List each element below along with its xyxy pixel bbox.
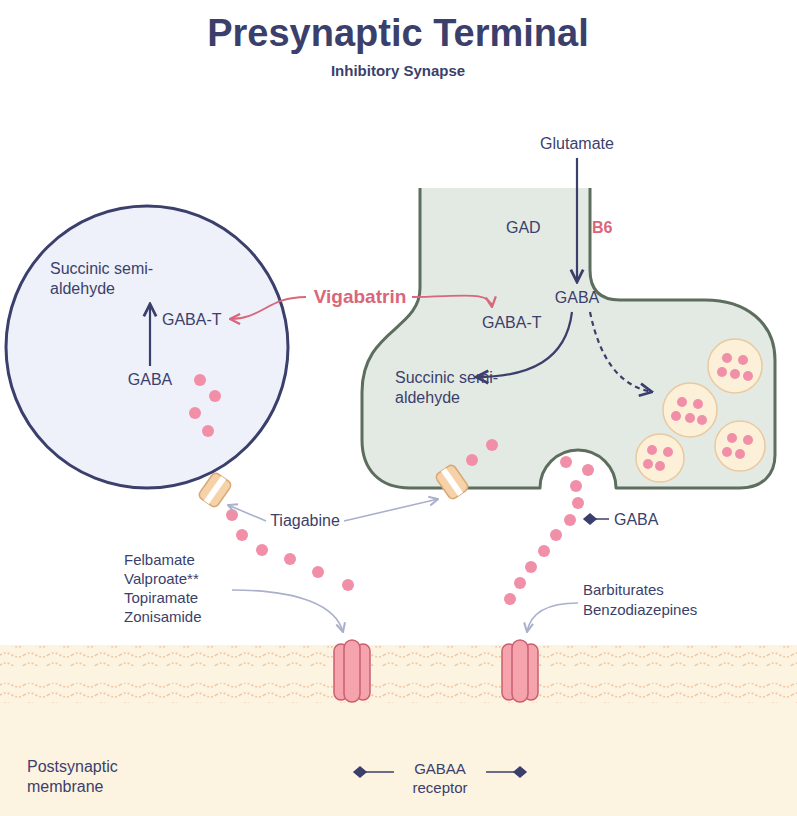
text-wrap: GABA: [128, 370, 172, 390]
title: Presynaptic Terminal: [207, 10, 589, 58]
label-wrap: Vigabatrin: [314, 285, 407, 309]
label: Benzodiazepines: [583, 601, 697, 620]
node-text: Postsynaptic membrane: [27, 757, 147, 797]
label-wrap: Glutamate: [540, 134, 614, 154]
label: Tiagabine: [270, 511, 340, 531]
text-wrap: Postsynaptic membrane: [27, 757, 147, 797]
node-text: GABA-T: [482, 313, 542, 333]
postsynaptic-membrane: Postsynaptic membrane: [0, 645, 797, 816]
text-wrap: GAD: [506, 218, 541, 238]
label: Felbamate: [124, 551, 195, 570]
label: Topiramate: [124, 589, 198, 608]
label: GABA: [614, 510, 658, 530]
label: Inhibitory Synapse: [331, 62, 465, 81]
node-outline: [0, 645, 797, 816]
text-wrap: GABA-T: [162, 310, 222, 330]
label-wrap: Topiramate: [124, 589, 198, 608]
label: Barbiturates: [583, 581, 664, 600]
node-outline: [4, 204, 290, 490]
gaba-a-receptor: [502, 640, 538, 702]
text-wrap: Succinic semi-aldehyde: [395, 368, 520, 408]
label-wrap: Benzodiazepines: [583, 601, 697, 620]
label: Glutamate: [540, 134, 614, 154]
label-wrap: Barbiturates: [583, 581, 664, 600]
text-wrap: B6: [592, 218, 612, 238]
leader-line: [228, 499, 578, 632]
label-wrap: Tiagabine: [270, 511, 340, 531]
node-text: GAD: [506, 218, 541, 238]
node-text: B6: [592, 218, 612, 238]
label-wrap: Zonisamide: [124, 608, 202, 627]
node-outline: [358, 186, 778, 490]
label-wrap: GABAA receptor: [398, 760, 482, 798]
drug-name: Vigabatrin: [314, 285, 407, 309]
leader-line: [584, 514, 609, 524]
node-text: Succinic semi-aldehyde: [50, 259, 180, 299]
node-text: GABA: [128, 370, 172, 390]
label-wrap: Felbamate: [124, 551, 195, 570]
node-text: GABA: [555, 288, 599, 308]
label: GABAA receptor: [398, 760, 482, 798]
label-wrap: GABA: [614, 510, 658, 530]
title-wrap: Presynaptic Terminal: [207, 10, 589, 58]
glial-cell: Succinic semi-aldehydeGABA-T GABA: [4, 204, 290, 490]
label-wrap: Valproate**: [124, 570, 199, 589]
label: Zonisamide: [124, 608, 202, 627]
label: Valproate**: [124, 570, 199, 589]
gaba-a-receptor: [334, 640, 370, 702]
presynaptic-terminal: GAD B6GABA GABA-T Succinic semi-aldehyde: [358, 186, 778, 490]
label-wrap: Inhibitory Synapse: [331, 62, 465, 81]
text-wrap: Succinic semi-aldehyde: [50, 259, 180, 299]
text-wrap: GABA: [555, 288, 599, 308]
node-text: GABA-T: [162, 310, 222, 330]
node-text: Succinic semi-aldehyde: [395, 368, 520, 408]
text-wrap: GABA-T: [482, 313, 542, 333]
